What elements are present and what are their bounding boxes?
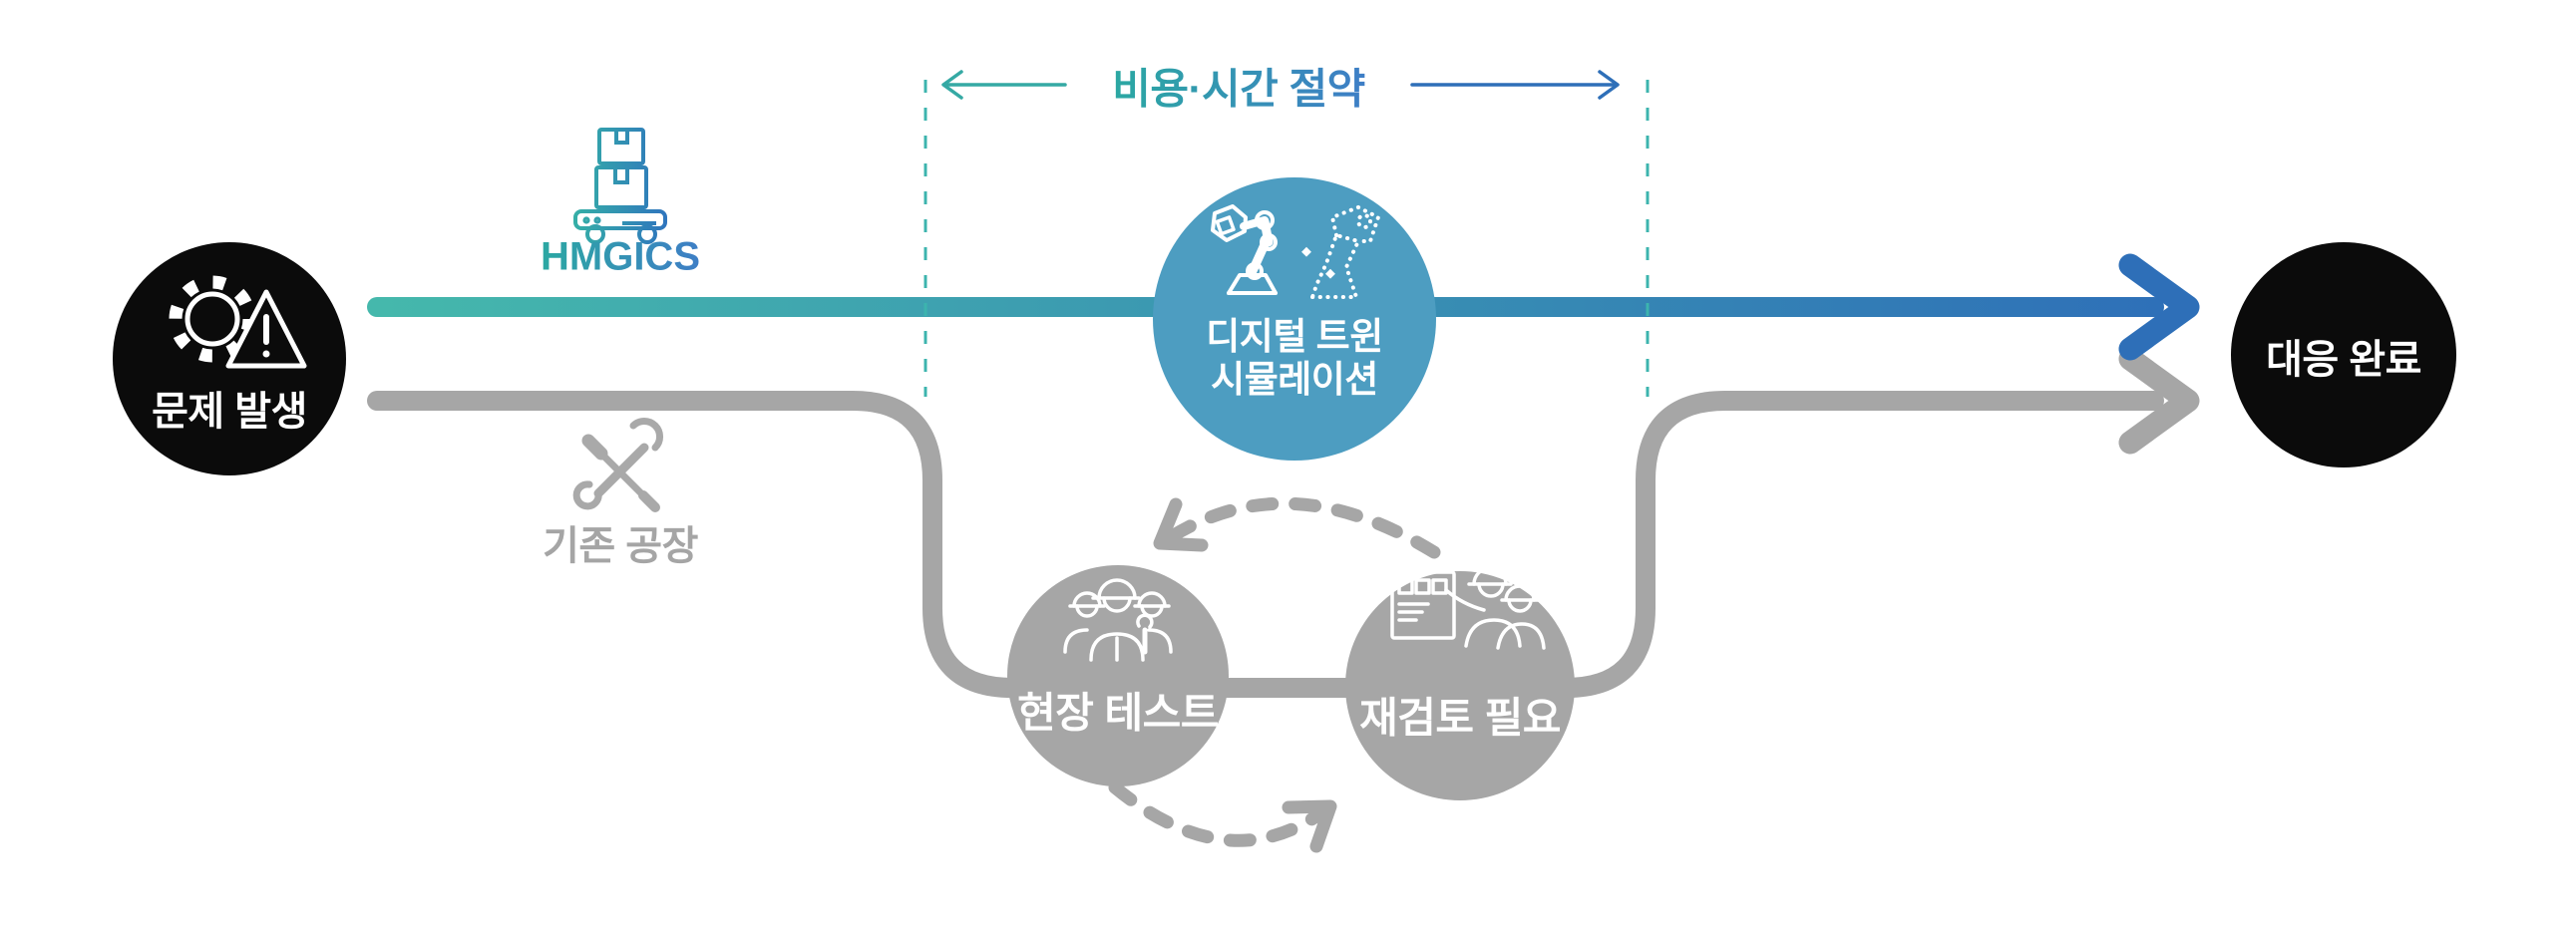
digital-twin-node-circle	[1153, 177, 1436, 461]
start-node-label: 문제 발생	[152, 390, 307, 434]
digital-route-arrowhead	[2118, 253, 2200, 361]
inspection-board-icon	[1390, 566, 1546, 650]
retest-loop-arrowhead-top	[1153, 497, 1209, 552]
review-needed-node-label: 재검토 필요	[1359, 694, 1561, 742]
legacy-route-path	[367, 391, 2164, 698]
digital-twin-label-line2: 시뮬레이션	[1211, 359, 1378, 400]
field-test-node-circle	[1007, 565, 1229, 786]
banner-label: 비용·시간 절약	[1112, 56, 1365, 117]
robot-arm-dotted-icon	[1309, 204, 1381, 299]
sparkle-icons	[1301, 246, 1335, 279]
end-node-label: 대응 완료	[2266, 338, 2421, 382]
robot-arm-icon	[1211, 204, 1278, 295]
banner-left-arrow	[941, 70, 1067, 100]
retest-loop-arc-bottom	[1108, 780, 1333, 847]
crossed-tools-icon	[572, 417, 664, 512]
end-node-circle	[2231, 242, 2456, 468]
agv-cart-icon	[573, 128, 667, 244]
review-needed-node-circle	[1345, 571, 1575, 800]
retest-loop-arc-top	[1162, 496, 1441, 559]
field-test-node-label: 현장 테스트	[1017, 689, 1219, 737]
legacy-route-arrowhead	[2118, 347, 2200, 455]
workers-icon	[1063, 578, 1173, 662]
digital-twin-label-line1: 디지털 트윈	[1206, 316, 1383, 357]
legacy-route-actor-label: 기존 공장	[543, 524, 698, 568]
banner-right-arrow	[1410, 70, 1620, 100]
retest-loop-arrowhead-bottom	[1282, 799, 1337, 853]
gear-warning-icon	[169, 275, 307, 369]
digital-route-actor-label: HMGICS	[541, 234, 700, 279]
digital-twin-node-label: 디지털 트윈 시뮬레이션	[1206, 315, 1383, 401]
